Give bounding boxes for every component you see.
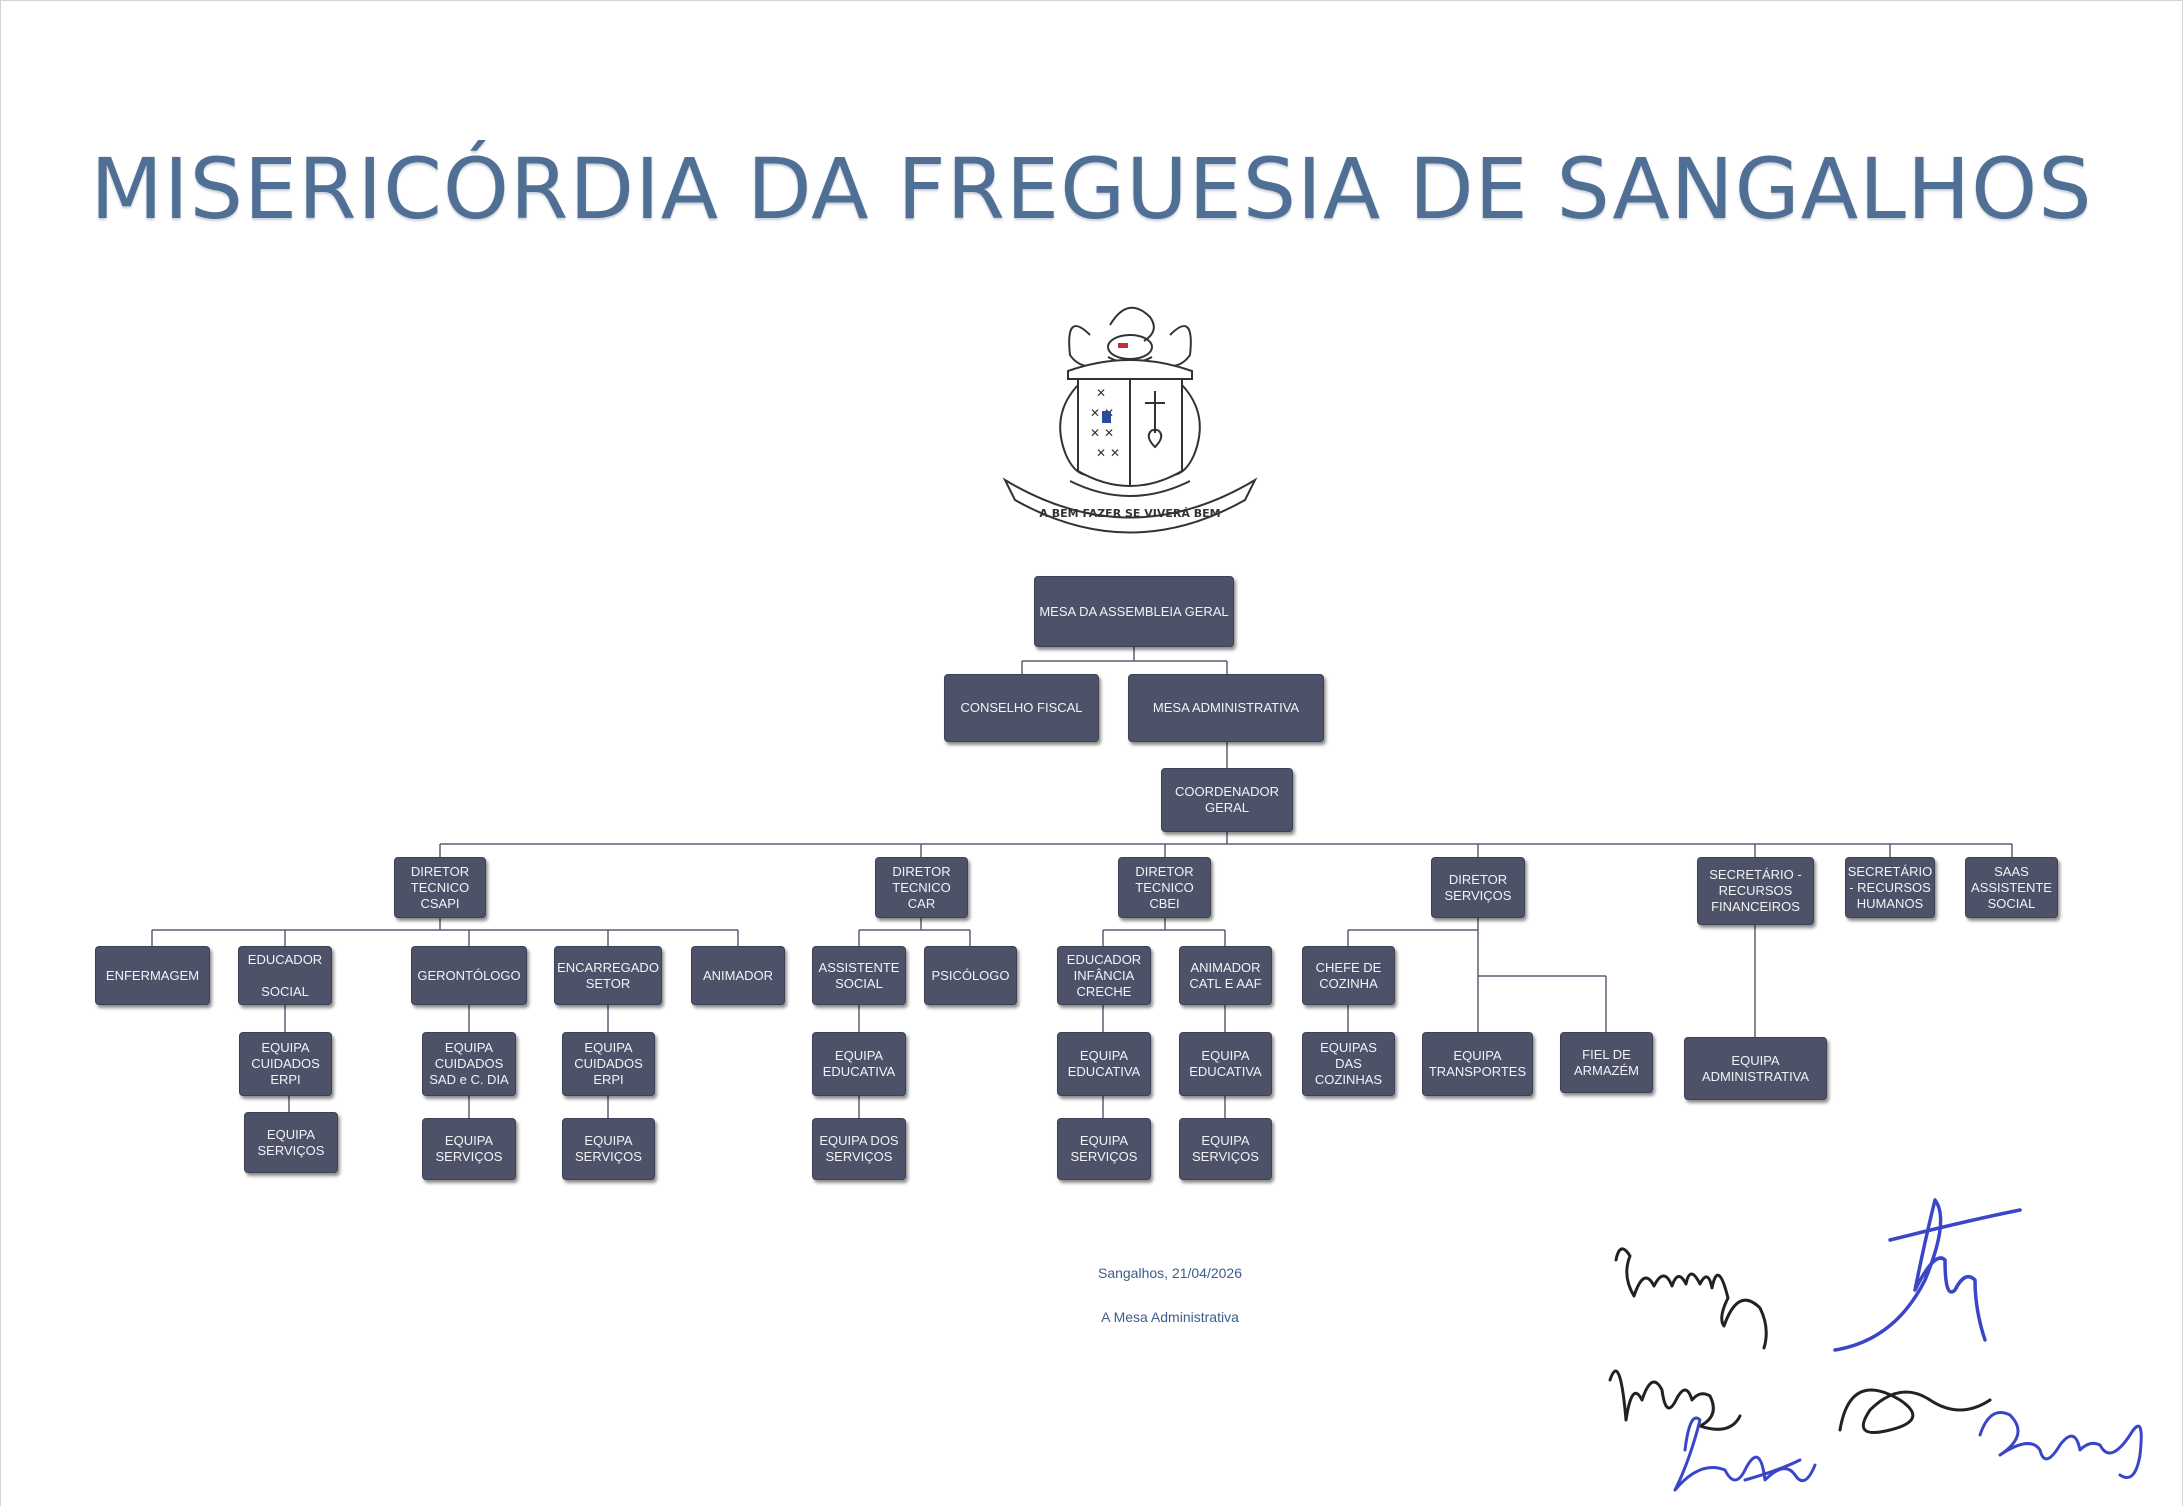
node-equipa-administrativa: EQUIPA ADMINISTRATIVA [1684,1037,1827,1100]
node-psicologo: PSICÓLOGO [924,946,1017,1005]
node-equipa-cuidados-sad-c-dia: EQUIPA CUIDADOS SAD e C. DIA [422,1032,516,1096]
node-coordenador-geral: COORDENADOR GERAL [1161,768,1293,832]
svg-text:✕: ✕ [1096,446,1106,460]
node-saas-assistente-social: SAAS ASSISTENTE SOCIAL [1965,857,2058,918]
node-equipa-cuidados-erpi: EQUIPA CUIDADOS ERPI [239,1032,332,1096]
node-diretor-tecnico-csapi: DIRETOR TECNICO CSAPI [394,857,486,918]
node-secretario-recursos-humanos: SECRETÁRIO - RECURSOS HUMANOS [1845,857,1935,918]
footer-date: Sangalhos, 21/04/2026 [1097,1265,1242,1281]
node-assistente-social: ASSISTENTE SOCIAL [812,946,906,1005]
node-conselho-fiscal: CONSELHO FISCAL [944,674,1099,742]
node-equipas-das-cozinhas: EQUIPAS DAS COZINHAS [1302,1032,1395,1096]
footer-signatory: A Mesa Administrativa [1101,1309,1239,1325]
node-mesa-assembleia-geral: MESA DA ASSEMBLEIA GERAL [1034,576,1234,647]
node-animador: ANIMADOR [691,946,785,1005]
coat-of-arms-emblem: ✕ ✕✕ ✕✕ ✕✕ A BEM FAZER SE VIVERÁ BEM [1002,306,1258,534]
node-equipa-servicos: EQUIPA SERVIÇOS [1179,1118,1272,1180]
node-educador-social: EDUCADOR SOCIAL [238,946,332,1005]
node-animador-catl-aaf: ANIMADOR CATL E AAF [1179,946,1272,1005]
svg-text:✕: ✕ [1104,426,1114,440]
node-diretor-tecnico-cbei: DIRETOR TECNICO CBEI [1118,857,1211,918]
node-equipa-servicos: EQUIPA SERVIÇOS [422,1118,516,1180]
node-equipa-educativa: EQUIPA EDUCATIVA [1179,1032,1272,1096]
node-fiel-de-armazem: FIEL DE ARMAZÉM [1560,1032,1653,1093]
node-equipa-servicos: EQUIPA SERVIÇOS [562,1118,655,1180]
node-equipa-cuidados-erpi: EQUIPA CUIDADOS ERPI [562,1032,655,1096]
node-secretario-recursos-financeiros: SECRETÁRIO - RECURSOS FINANCEIROS [1697,857,1814,925]
node-chefe-de-cozinha: CHEFE DE COZINHA [1302,946,1395,1005]
node-diretor-servicos: DIRETOR SERVIÇOS [1431,857,1525,918]
svg-text:✕: ✕ [1090,426,1100,440]
node-equipa-dos-servicos: EQUIPA DOS SERVIÇOS [812,1118,906,1180]
emblem-motto: A BEM FAZER SE VIVERÁ BEM [1039,507,1220,520]
node-diretor-tecnico-car: DIRETOR TECNICO CAR [875,857,968,918]
node-equipa-educativa: EQUIPA EDUCATIVA [812,1032,906,1096]
node-mesa-administrativa: MESA ADMINISTRATIVA [1128,674,1324,742]
svg-text:✕: ✕ [1110,446,1120,460]
node-equipa-servicos: EQUIPA SERVIÇOS [244,1112,338,1173]
node-equipa-servicos: EQUIPA SERVIÇOS [1057,1118,1151,1180]
node-encarregado-setor: ENCARREGADO SETOR [554,946,662,1005]
node-equipa-transportes: EQUIPA TRANSPORTES [1422,1032,1533,1096]
handwritten-signatures [1608,1198,2143,1492]
node-educador-infancia-creche: EDUCADOR INFÂNCIA CRECHE [1057,946,1151,1005]
svg-text:✕: ✕ [1096,386,1106,400]
node-gerontologo: GERONTÓLOGO [411,946,527,1005]
svg-text:✕: ✕ [1090,406,1100,420]
page-title: MISERICÓRDIA DA FREGUESIA DE SANGALHOS [90,140,2093,238]
node-enfermagem: ENFERMAGEM [95,946,210,1005]
node-equipa-educativa: EQUIPA EDUCATIVA [1057,1032,1151,1096]
